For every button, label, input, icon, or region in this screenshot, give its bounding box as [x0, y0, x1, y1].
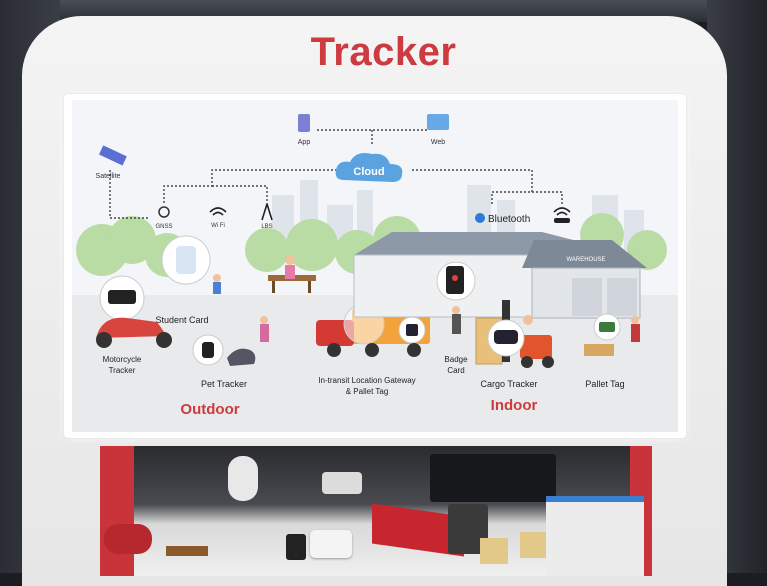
tracker-diagram: App Web Cloud Satellite GNSS Wi Fi LBS B… — [72, 100, 678, 432]
camera-device — [228, 456, 258, 501]
satellite-node: Satellite — [96, 145, 127, 180]
connection-lines — [109, 129, 563, 219]
wifi-node-indoor — [553, 207, 571, 223]
router-device — [322, 472, 362, 494]
toy-bench — [166, 546, 208, 556]
lbs-label: LBS — [261, 224, 272, 230]
satellite-icon — [99, 145, 127, 166]
antenna-icon — [261, 203, 273, 221]
black-tracker-device — [286, 534, 306, 560]
wifi-label: Wi Fi — [211, 223, 225, 229]
park-bench-scene — [268, 255, 316, 293]
bluetooth-node: Bluetooth — [475, 213, 530, 225]
app-node: App — [298, 114, 311, 146]
pet-tracker-label: Pet Tracker — [201, 379, 247, 389]
lbs-node: LBS — [261, 203, 273, 230]
pallet-tag-label: Pallet Tag — [585, 379, 624, 389]
web-label: Web — [431, 139, 445, 146]
toy-crate-2 — [520, 532, 548, 558]
wifi-icon — [209, 207, 227, 216]
bluetooth-icon — [475, 213, 485, 223]
pallet-tag-device: Pallet Tag — [584, 313, 640, 389]
display-screen: App Web Cloud Satellite GNSS Wi Fi LBS B… — [64, 94, 686, 438]
web-node: Web — [427, 114, 449, 146]
bluetooth-label: Bluetooth — [488, 214, 530, 225]
indoor-section-title: Indoor — [491, 397, 538, 414]
student-card-device: Student Card — [155, 235, 221, 325]
booth-title: Tracker — [310, 30, 457, 74]
location-pin-icon — [158, 206, 170, 218]
app-label: App — [298, 139, 311, 146]
tv-screen-device — [430, 454, 556, 502]
outdoor-section-title: Outdoor — [180, 401, 239, 418]
phone-icon — [298, 114, 310, 132]
toy-warehouse — [546, 496, 644, 576]
gateway-label: In-transit Location Gateway& Pallet Tag — [318, 376, 415, 396]
shelf-red-panel-left — [100, 446, 134, 576]
cloud-icon — [335, 153, 403, 182]
gateway-box-device — [310, 530, 352, 558]
product-shelf — [100, 446, 652, 576]
student-card-label: Student Card — [155, 315, 208, 325]
pet-tracker-device: Pet Tracker — [192, 316, 269, 389]
gnss-label: GNSS — [155, 224, 172, 230]
warehouse-sign: WAREHOUSE — [566, 257, 605, 263]
wifi-icon-indoor — [553, 207, 571, 216]
wifi-node-outdoor: Wi Fi — [209, 207, 227, 229]
cloud-node: Cloud — [335, 153, 403, 182]
satellite-label: Satellite — [96, 173, 121, 180]
gnss-node: GNSS — [155, 206, 173, 230]
wifi-badge — [554, 218, 570, 223]
cargo-tracker-label: Cargo Tracker — [480, 379, 537, 389]
toy-motorcycle — [104, 524, 152, 554]
toy-crate-1 — [480, 538, 508, 564]
warehouse-building: WAREHOUSE — [353, 232, 647, 319]
cargo-tracker-device: Cargo Tracker — [475, 300, 554, 389]
web-cloud-icon — [427, 114, 449, 130]
cloud-label: Cloud — [353, 166, 384, 178]
